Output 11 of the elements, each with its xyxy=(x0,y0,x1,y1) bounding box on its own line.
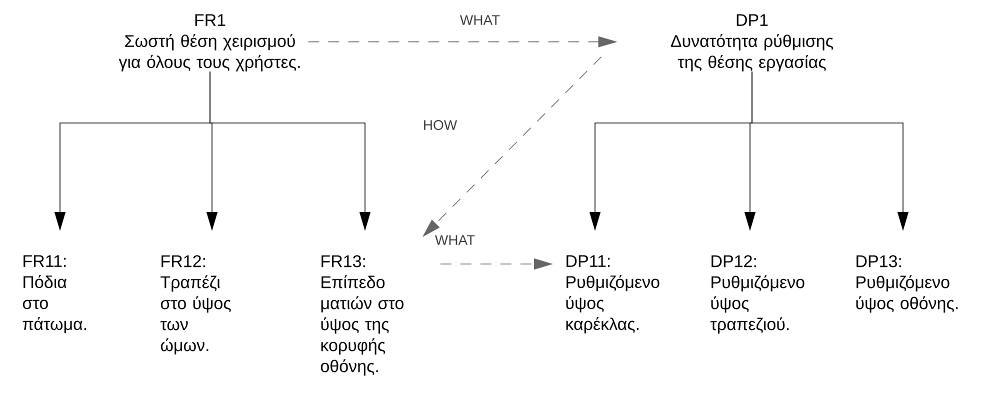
design-parameter-text: DP13: Ρυθμιζόμενο ύψος οθόνης. xyxy=(856,255,958,313)
design-parameter-text: DP11: Ρυθμιζόμενο ύψος καρέκλας. xyxy=(566,255,660,334)
edge-label: HOW xyxy=(424,120,458,130)
edge-label: WHAT xyxy=(460,15,500,25)
design-parameter-text: DP1 Δυνατότητα ρύθμισης της θέσης εργασίας xyxy=(670,14,834,72)
requirement-text: FR13: Επίπεδο ματιών στο ύψος της κορυφής οθόνης. xyxy=(320,255,404,376)
edge-label: WHAT xyxy=(434,235,475,245)
design-parameter-text: DP12: Ρυθμιζόμενο ύψος τραπεζιού. xyxy=(710,255,804,334)
requirement-text: FR11: Πόδια στο πάτωμα. xyxy=(22,255,86,334)
requirement-text: FR1 Σωστή θέση χειρισμού για όλους τους χρήστες. xyxy=(118,14,300,72)
requirement-text: FR12: Τραπέζι στο ύψος των ώμων. xyxy=(160,255,231,354)
